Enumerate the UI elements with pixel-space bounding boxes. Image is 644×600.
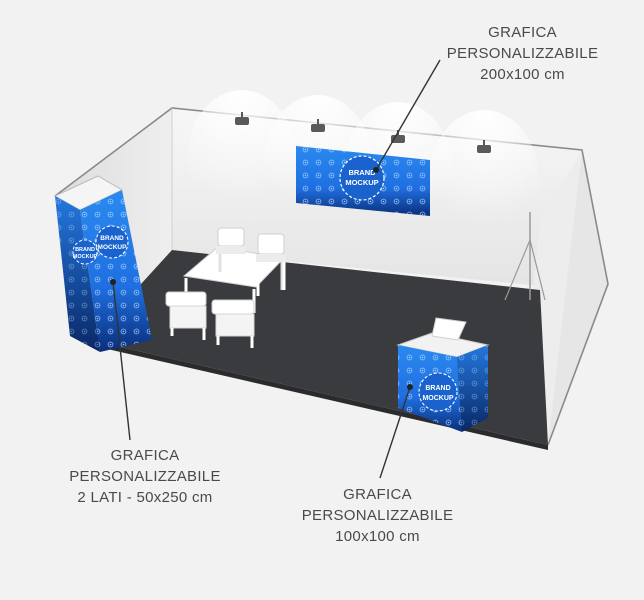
chair (165, 291, 207, 340)
brand-text: BRAND (75, 247, 95, 253)
tower-graphic: BRAND MOCKUP BRAND MOCKUP (53, 175, 152, 352)
brand-text: BRAND (348, 168, 376, 177)
label-line: PERSONALIZZABILE (446, 45, 599, 62)
wall-graphic-panel: BRAND MOCKUP (296, 146, 430, 216)
label-line: 200x100 cm (480, 66, 565, 83)
wall-graphic-label: GRAFICA PERSONALIZZABILE 200x100 cm (435, 22, 610, 85)
counter-graphic-label: GRAFICA PERSONALIZZABILE 100x100 cm (290, 484, 465, 547)
brand-text: MOCKUP (345, 178, 378, 187)
right-wall (540, 150, 608, 445)
label-line: 2 LATI - 50x250 cm (77, 489, 213, 506)
chair (256, 233, 286, 296)
label-line: 100x100 cm (335, 528, 420, 545)
callout-line-counter (379, 384, 413, 479)
brand-text: MOCKUP (73, 254, 98, 260)
label-line: GRAFICA (343, 486, 412, 503)
label-line: GRAFICA (110, 447, 180, 464)
brand-text: MOCKUP (98, 244, 128, 251)
brand-text: MOCKUP (422, 395, 453, 402)
chair (211, 299, 255, 348)
tower-graphic-label: GRAFICA PERSONALIZZABILE 2 LATI - 50x250… (55, 445, 235, 508)
brand-text: BRAND (100, 235, 124, 242)
floor-edge (90, 340, 548, 450)
counter-graphic: BRAND MOCKUP (396, 317, 490, 432)
spotlight-icon (235, 112, 249, 125)
light-glow (429, 110, 539, 250)
coat-stand (504, 212, 546, 301)
label-line: PERSONALIZZABILE (69, 468, 221, 485)
chair (216, 227, 246, 254)
spotlight-icon (311, 119, 325, 132)
brand-text: BRAND (425, 385, 450, 392)
label-line: PERSONALIZZABILE (301, 507, 454, 524)
spotlight-icon (477, 140, 491, 153)
callout-line-tower (110, 279, 131, 441)
callout-line-wall (373, 59, 441, 173)
label-line: GRAFICA (488, 24, 557, 41)
wall-top-edge (54, 107, 609, 446)
